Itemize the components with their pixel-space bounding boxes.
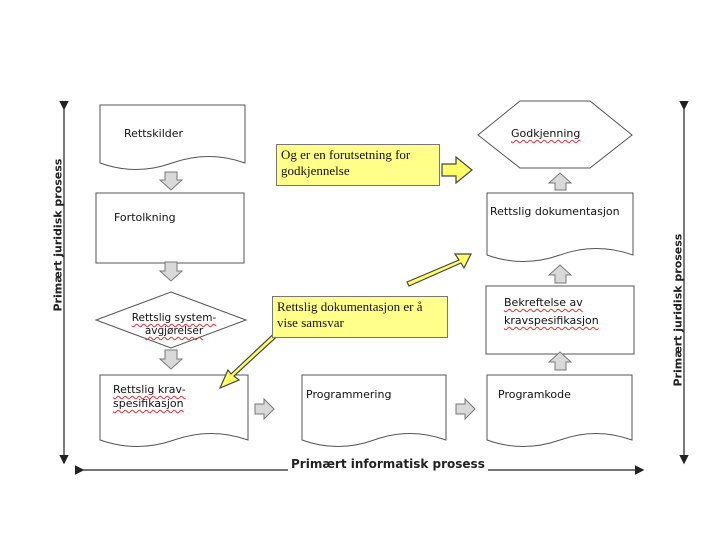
arrow-down-2 xyxy=(158,261,184,282)
godkjenning-hexagon xyxy=(477,100,633,169)
bekreftelse-label-1: Bekreftelse av xyxy=(504,296,583,309)
fortolkning-box xyxy=(95,192,245,264)
callout-forutsetning: Og er en forutsetning for godkjennelse xyxy=(276,144,440,186)
arrow-right-1 xyxy=(254,397,275,421)
programkode-box xyxy=(486,374,633,447)
programmering-box xyxy=(301,374,447,447)
arrow-right-2 xyxy=(455,397,476,421)
left-axis-label: Primært juridisk prosess xyxy=(51,158,65,312)
systemavgjorelser-diamond xyxy=(94,291,248,349)
kravspesifikasjon-box xyxy=(99,374,249,447)
arrow-up-1 xyxy=(547,351,573,371)
kravspesifikasjon-label-2: spesifikasjon xyxy=(113,397,184,410)
dokumentasjon-box xyxy=(486,192,634,262)
systemavgjorelser-label: Rettslig system-avgjørelser xyxy=(131,312,217,337)
programkode-label: Programkode xyxy=(498,388,571,401)
bekreftelse-box xyxy=(485,285,635,355)
arrow-down-1 xyxy=(158,171,184,191)
kravspesifikasjon-label-1: Rettslig krav- xyxy=(113,383,186,396)
arrow-up-3 xyxy=(547,172,573,191)
bottom-axis-label: Primært informatisk prosess xyxy=(288,457,488,471)
callout-samsvar: Rettslig dokumentasjon er å vise samsvar xyxy=(272,296,448,338)
dokumentasjon-label: Rettslig dokumentasjon xyxy=(490,205,620,218)
godkjenning-label: Godkjenning xyxy=(511,127,581,140)
callout-arrow-up-right xyxy=(406,253,472,287)
callout-arrow-right xyxy=(441,155,473,185)
arrow-up-2 xyxy=(547,264,573,284)
programmering-label: Programmering xyxy=(306,388,392,401)
rettskilder-label: Rettskilder xyxy=(124,127,184,140)
right-axis-label: Primært juridisk prosess xyxy=(671,233,685,387)
arrow-down-3 xyxy=(158,349,184,370)
rettskilder-box xyxy=(99,104,246,170)
bekreftelse-label-2: kravspesifikasjon xyxy=(504,314,599,327)
fortolkning-label: Fortolkning xyxy=(114,211,176,224)
